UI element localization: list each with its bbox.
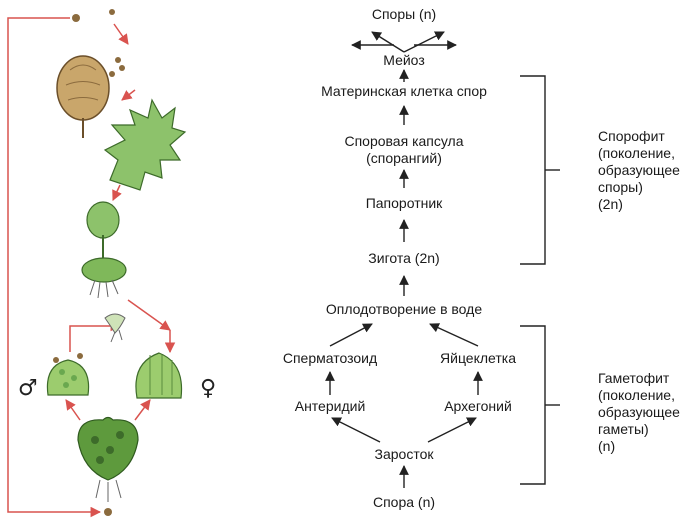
- spore-bottom: [104, 508, 112, 516]
- sperm-node: Сперматозоид: [282, 350, 378, 366]
- archegonium-illustration: [135, 352, 183, 399]
- male-symbol: ♂: [18, 376, 38, 401]
- young-sporophyte-illustration: [81, 201, 127, 299]
- fertilization-node: Оплодотворение в воде: [325, 301, 483, 317]
- germinating-spore-illustration: [104, 313, 126, 343]
- sporophyte-label: Спорофит (поколение, образующее споры) (…: [598, 128, 680, 212]
- cycle-arrows: [7, 17, 176, 518]
- spores-node: Споры (n): [371, 6, 437, 22]
- meiosis-node: Мейоз: [383, 52, 425, 68]
- fern-node: Папоротник: [365, 195, 443, 211]
- antheridium-node: Антеридий: [294, 398, 366, 414]
- spore-node: Спора (n): [372, 494, 436, 510]
- gametophyte-label: Гаметофит (поколение, образующее гаметы)…: [598, 370, 680, 454]
- capsule-node: Споровая капсула (спорангий): [344, 133, 463, 167]
- antheridium-illustration: [46, 353, 90, 396]
- fern-frond-illustration: [103, 98, 187, 191]
- gametophyte-bracket: [520, 325, 560, 485]
- spore-dots: [72, 9, 125, 77]
- zygote-node: Зигота (2n): [368, 250, 440, 266]
- sporophyte-bracket: [520, 75, 560, 265]
- prothallus-illustration: [77, 416, 139, 502]
- capsule-line2: (спорангий): [366, 150, 442, 166]
- female-symbol: ♀: [200, 376, 217, 401]
- sporangium-illustration: [56, 55, 110, 138]
- mother-cell-node: Материнская клетка спор: [321, 83, 487, 99]
- archegonium-node: Архегоний: [444, 398, 512, 414]
- flow-arrows: [325, 31, 483, 488]
- prothallus-node: Заросток: [374, 446, 434, 462]
- capsule-line1: Споровая капсула: [344, 133, 464, 149]
- egg-node: Яйцеклетка: [440, 350, 516, 366]
